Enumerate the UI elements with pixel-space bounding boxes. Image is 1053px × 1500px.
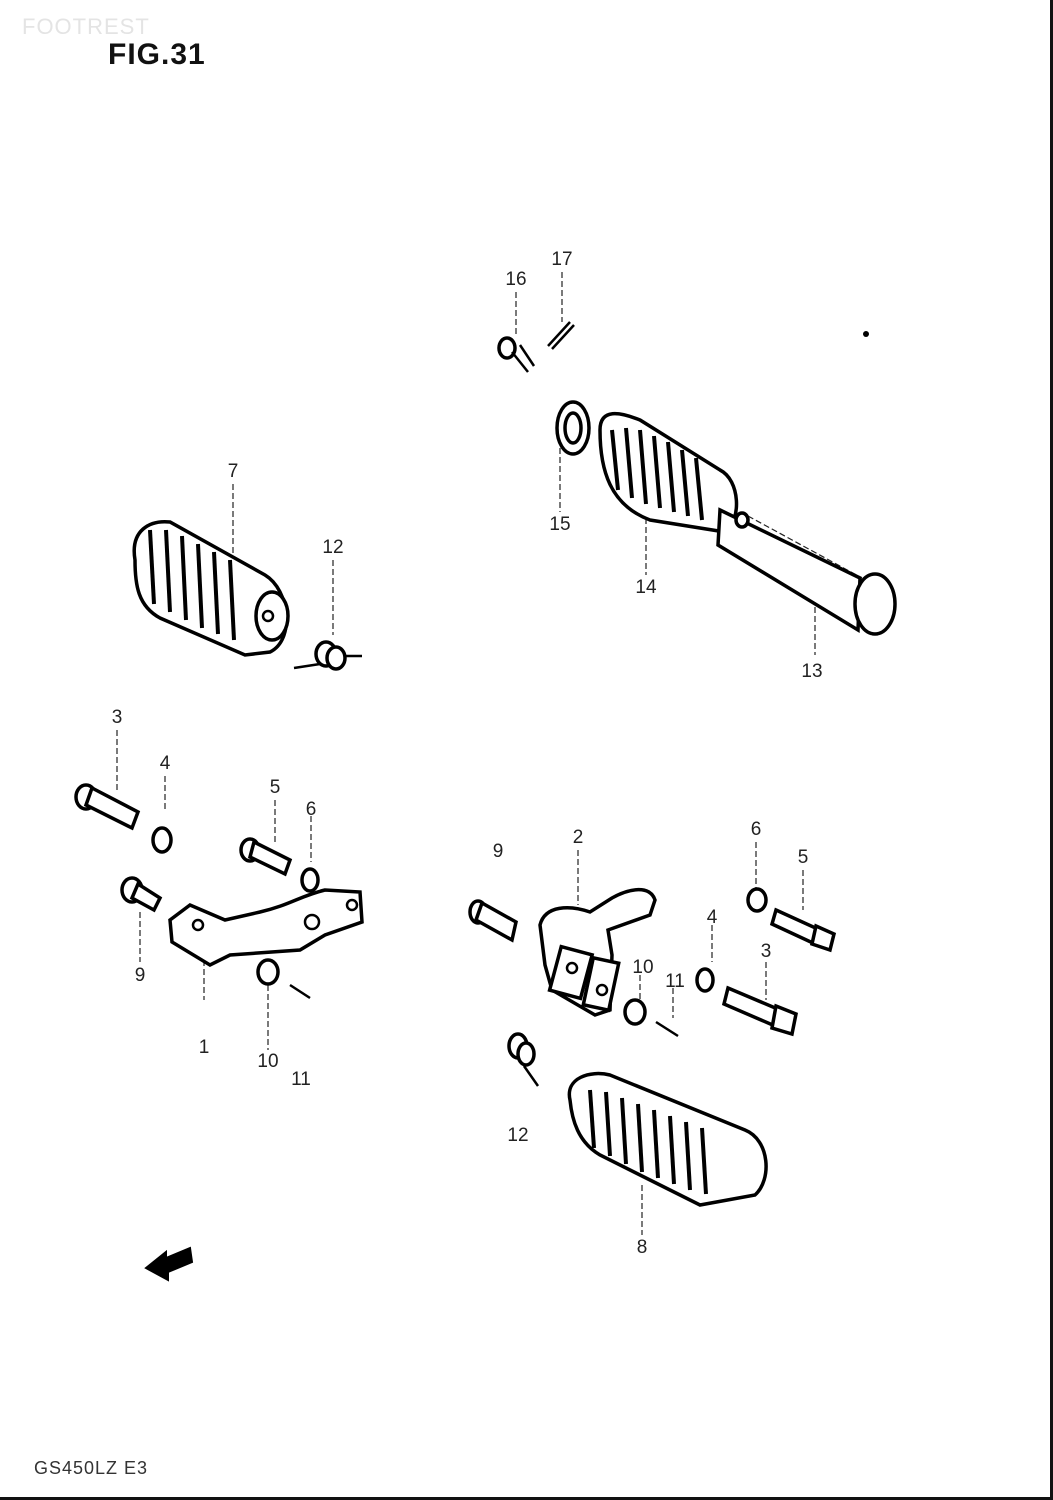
page-border-right [1050, 0, 1053, 1500]
left-footrest-group [132, 484, 362, 671]
callout-7: 7 [227, 461, 239, 482]
rear-footrest-group [497, 272, 897, 655]
callout-9-right: 9 [492, 841, 504, 862]
right-bolt-short-part [769, 907, 837, 953]
left-cotter-11-part [289, 983, 311, 1000]
callout-3-right: 3 [760, 941, 772, 962]
callout-1: 1 [198, 1037, 210, 1058]
left-washer-4-part [151, 826, 173, 854]
callout-4-right: 4 [706, 907, 718, 928]
cotter-pin-part [547, 321, 575, 350]
left-washer-10-part [256, 958, 280, 986]
left-bracket-part [168, 888, 364, 967]
callout-9-left: 9 [134, 965, 146, 986]
page-border-bottom [0, 1497, 1053, 1500]
callout-3-left: 3 [111, 707, 123, 728]
left-pin-9-part [120, 876, 163, 913]
clevis-pin-part [497, 336, 536, 373]
right-washer-4-part [695, 967, 715, 993]
callout-13: 13 [801, 661, 823, 682]
callout-8: 8 [636, 1237, 648, 1258]
front-arrow-icon [144, 1246, 194, 1282]
callout-4-left: 4 [159, 753, 171, 774]
callout-5-left: 5 [269, 777, 281, 798]
callout-6-right: 6 [750, 819, 762, 840]
figure-number: FIG.31 [108, 38, 206, 71]
right-bracket-part [538, 887, 657, 1017]
callout-6-left: 6 [305, 799, 317, 820]
left-footrest-rubber-part [132, 520, 290, 657]
callout-12-left: 12 [322, 537, 344, 558]
right-spring-part [507, 1032, 540, 1087]
footrest-rubber-part [598, 412, 739, 534]
callout-2: 2 [572, 827, 584, 848]
right-bracket-group [468, 842, 837, 1235]
callout-5-right: 5 [797, 847, 809, 868]
right-footrest-rubber-part [567, 1071, 768, 1207]
right-cotter-11-part [655, 1020, 679, 1038]
callout-14: 14 [635, 577, 657, 598]
callout-12-right: 12 [507, 1125, 529, 1146]
left-washer-6-part [300, 867, 320, 893]
callout-15: 15 [549, 514, 571, 535]
right-washer-10-part [623, 998, 647, 1026]
section-title: FOOTREST [22, 14, 150, 39]
washer-part [555, 400, 591, 456]
left-bracket-group [74, 730, 364, 1050]
model-code: GS450LZ E3 [34, 1458, 149, 1478]
callout-16: 16 [505, 269, 527, 290]
callout-17: 17 [551, 249, 573, 270]
right-bolt-long-part [721, 985, 799, 1037]
left-spring-part [293, 640, 362, 671]
rear-footrest-bar-part [716, 507, 897, 636]
right-washer-6-part [746, 887, 768, 913]
left-bolt-short-part [239, 837, 293, 877]
callout-11-left: 11 [291, 1069, 311, 1090]
right-pin-9-part [468, 899, 518, 943]
left-bolt-long-part [74, 783, 141, 831]
callout-11-right: 11 [665, 971, 685, 992]
callout-10-left: 10 [257, 1051, 279, 1072]
callout-10-right: 10 [632, 957, 654, 978]
